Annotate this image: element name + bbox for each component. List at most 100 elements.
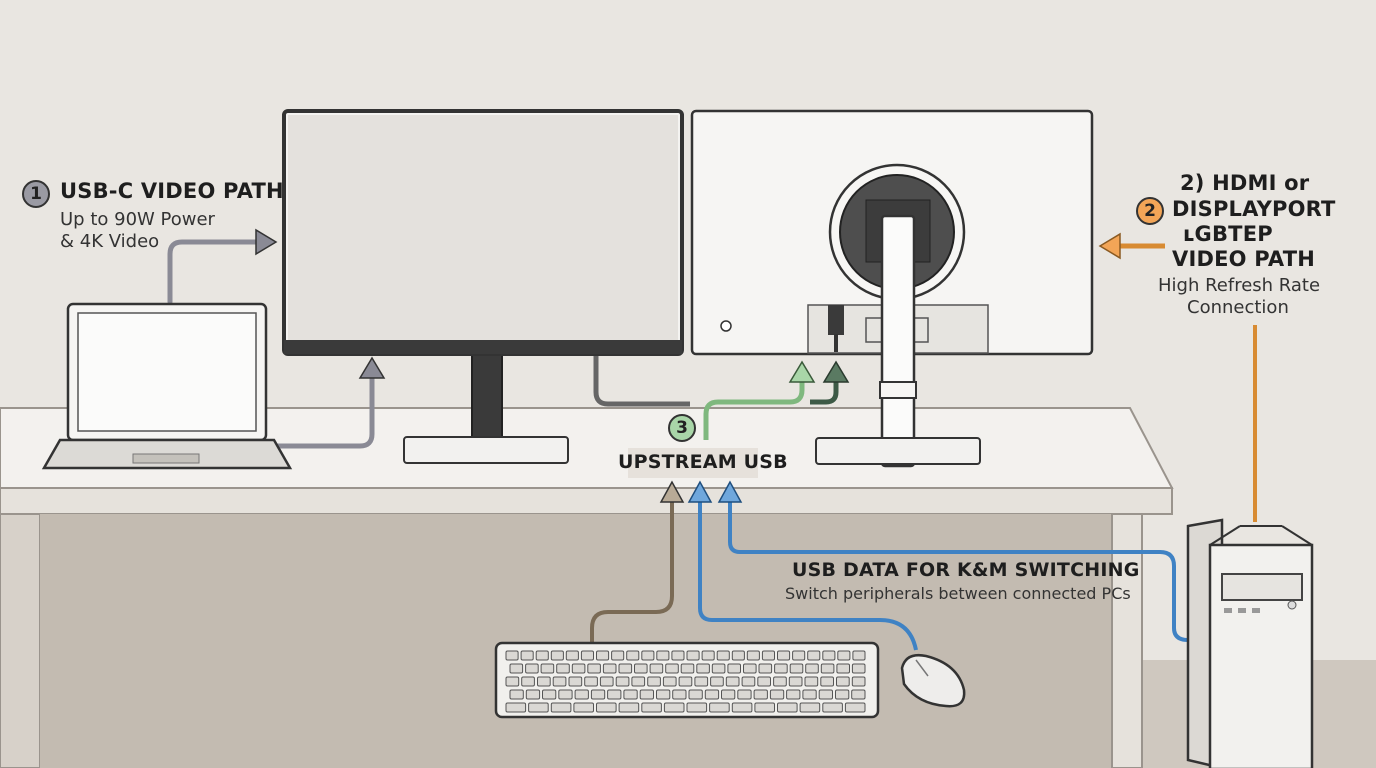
usb-upstream-cable xyxy=(703,360,850,440)
keyboard-key xyxy=(789,663,804,674)
keyboard-key xyxy=(552,676,567,687)
keyboard-key xyxy=(836,676,850,687)
upstream-usb-label: UPSTREAM USB xyxy=(618,451,788,473)
upstream-label-backdrop xyxy=(628,448,758,478)
keyboard-key xyxy=(626,650,640,661)
keyboard-key xyxy=(704,689,720,700)
keyboard-key xyxy=(665,663,679,674)
keyboard-key xyxy=(602,663,617,674)
keyboard-key xyxy=(818,689,834,700)
keyboard-key xyxy=(777,702,798,713)
keyboard-key xyxy=(710,676,724,687)
keyboard-key xyxy=(799,702,821,713)
keyboard-key xyxy=(788,676,803,687)
keyboard-key xyxy=(641,650,655,661)
keyboard-key xyxy=(686,702,708,713)
keyboard-key xyxy=(574,689,589,700)
keyboard-key xyxy=(804,676,819,687)
keyboard-key xyxy=(525,689,541,700)
laptop xyxy=(41,302,293,470)
keyboard-key xyxy=(773,676,787,687)
keyboard-key xyxy=(802,689,817,700)
keyboard-key xyxy=(837,650,851,661)
mouse xyxy=(900,654,966,708)
keyboard-key xyxy=(623,689,638,700)
keyboard-key xyxy=(528,702,549,713)
keyboard-key xyxy=(580,650,595,661)
keyboard-key xyxy=(634,663,648,674)
keyboard-key xyxy=(618,663,633,674)
usbc-path-line-2: & 4K Video xyxy=(60,231,160,252)
keyboard-key xyxy=(671,650,685,661)
keyboard-key xyxy=(851,663,866,674)
keyboard-key xyxy=(565,650,579,661)
usbc-path-title: USB-C VIDEO PATH xyxy=(60,179,284,203)
keyboard-key xyxy=(509,663,524,674)
keyboard xyxy=(494,641,880,719)
keyboard-key xyxy=(701,650,715,661)
keyboard-key xyxy=(757,676,771,687)
hdmi-cable xyxy=(1098,232,1257,522)
keyboard-key xyxy=(727,663,742,674)
tower-pc xyxy=(1186,518,1314,768)
hdmi-path-line-2: Connection xyxy=(1187,297,1289,318)
keyboard-key xyxy=(746,650,760,661)
keyboard-key xyxy=(672,689,687,700)
hdmi-path-title-line-3: ʟGBTEP xyxy=(1183,222,1273,246)
callout-2-badge: 2 xyxy=(1136,197,1164,225)
keyboard-key xyxy=(694,676,709,687)
keyboard-key xyxy=(822,702,843,713)
keyboard-key xyxy=(743,663,757,674)
keyboard-key xyxy=(716,650,730,661)
keyboard-key xyxy=(761,650,776,661)
keyboard-key xyxy=(505,676,520,687)
keyboard-key xyxy=(584,676,598,687)
keyboard-key xyxy=(521,676,535,687)
usbc-arrow-up xyxy=(358,356,386,379)
usbc-cable xyxy=(167,239,375,449)
callout-3-badge: 3 xyxy=(668,414,696,442)
keyboard-key xyxy=(571,663,586,674)
keyboard-key xyxy=(615,676,630,687)
keyboard-key xyxy=(721,689,736,700)
keyboard-key xyxy=(587,663,601,674)
keyboard-key xyxy=(568,676,583,687)
keyboard-key xyxy=(631,676,646,687)
keyboard-key xyxy=(590,689,606,700)
keyboard-key xyxy=(505,650,519,661)
keyboard-key xyxy=(599,676,614,687)
keyboard-key xyxy=(725,676,740,687)
keyboard-key xyxy=(792,650,806,661)
keyboard-key xyxy=(852,650,866,661)
km-switching-subtitle: Switch peripherals between connected PCs xyxy=(785,584,1131,603)
usb-data-arrow xyxy=(687,480,713,503)
keyboard-key xyxy=(696,663,710,674)
keyboard-key xyxy=(822,650,836,661)
secondary-monitor-rear xyxy=(690,109,1094,468)
keyboard-key xyxy=(758,663,773,674)
keyboard-key xyxy=(678,676,693,687)
keyboard-key xyxy=(611,650,625,661)
keyboard-key xyxy=(844,702,866,713)
keyboard-key xyxy=(737,689,752,700)
keyboard-key xyxy=(680,663,695,674)
keyboard-key xyxy=(656,650,670,661)
hdmi-path-title-line-4: VIDEO PATH xyxy=(1172,247,1315,271)
keyboard-key xyxy=(550,702,572,713)
desk xyxy=(0,407,1174,768)
hdmi-path-title-line-2: DISPLAYPORT xyxy=(1172,197,1336,221)
keyboard-key xyxy=(573,702,595,713)
keyboard-key xyxy=(596,702,617,713)
keyboard-key xyxy=(807,650,821,661)
keyboard-key xyxy=(556,663,570,674)
keyboard-key xyxy=(558,689,573,700)
keyboard-key xyxy=(649,663,664,674)
hdmi-path-line-1: High Refresh Rate xyxy=(1158,275,1321,296)
hdmi-path-title-line-1: 2) HDMI or xyxy=(1180,171,1310,195)
keyboard-key xyxy=(820,676,834,687)
keyboard-key xyxy=(686,650,700,661)
usb-data-arrow xyxy=(717,480,743,503)
keyboard-key xyxy=(535,650,549,661)
keyboard-key xyxy=(641,702,662,713)
